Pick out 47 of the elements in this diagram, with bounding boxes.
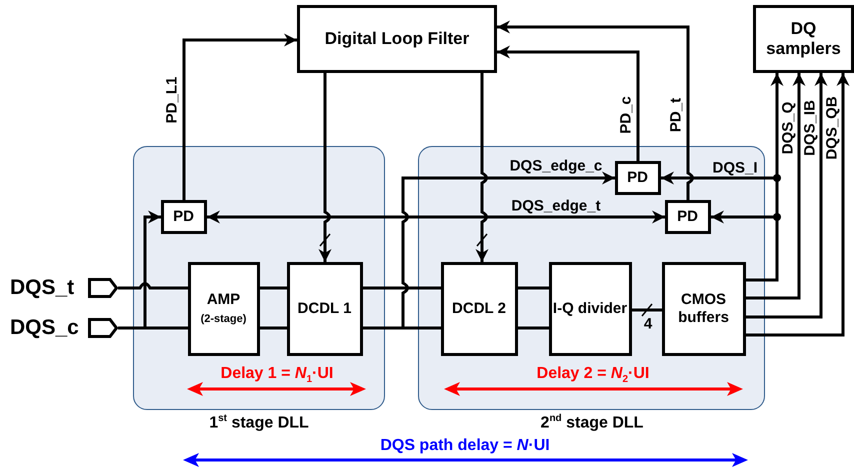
- signal-wire: [497, 20, 694, 200]
- signal-wire: [497, 46, 640, 161]
- edge-label: DQS_edge_c: [510, 158, 602, 174]
- phase-detector-block: PD: [664, 200, 710, 234]
- edge-label: PD_c: [618, 96, 634, 134]
- edge-label: DQS_I: [712, 160, 758, 176]
- signal-wire: [118, 282, 188, 290]
- signal-wire: [182, 34, 297, 200]
- stage-panel: [133, 146, 385, 410]
- signal-wire: [260, 286, 287, 290]
- edge-label: DQS_edge_t: [511, 198, 601, 214]
- signal-wire: [518, 326, 549, 330]
- delay-line-block: DCDL 2: [440, 262, 518, 356]
- divider-block: I-Q divider: [548, 262, 632, 356]
- buffer-block: CMOS buffers: [662, 262, 746, 356]
- signal-wire: [318, 73, 332, 262]
- signal-wire: [518, 286, 549, 290]
- signal-wire: [476, 73, 488, 262]
- signal-wire: [746, 73, 828, 318]
- signal-wire: [632, 308, 662, 312]
- signal-name: DQS_t: [10, 276, 74, 300]
- stage-heading: 1$^{st}$ stage DLL: [209, 413, 309, 432]
- filter-block: Digital Loop Filter: [297, 5, 497, 73]
- amplifier-block: AMP (2-stage): [188, 262, 260, 356]
- edge-label: 4: [644, 316, 652, 332]
- edge-label: DQS_IB: [802, 100, 818, 156]
- signal-wire: [260, 326, 287, 330]
- delay-line-block: DCDL 1: [286, 262, 362, 356]
- delay-label: DQS path delay = N·UI: [380, 437, 550, 455]
- edge-label: DQS_QB: [824, 96, 840, 160]
- edge-label: PD_L1: [164, 76, 180, 124]
- stage-panel: [418, 146, 765, 410]
- input-port-symbol: [88, 318, 118, 338]
- delay-label: Delay 1 = N$_{1}$·UI: [220, 365, 334, 386]
- signal-wire: [207, 210, 665, 224]
- signal-wire: [746, 73, 806, 300]
- stage-heading: 2$^{nd}$ stage DLL: [540, 413, 644, 432]
- phase-detector-block: PD: [160, 200, 206, 234]
- edge-label: DQS_Q: [780, 102, 796, 154]
- delay-label: Delay 2 = N$_{2}$·UI: [536, 365, 650, 386]
- sampler-block: DQ samplers: [753, 5, 854, 73]
- signal-wire: [363, 286, 441, 290]
- edge-label: PD_t: [668, 98, 684, 132]
- signal-name: DQS_c: [10, 316, 79, 340]
- input-port-symbol: [88, 278, 118, 298]
- signal-wire: [746, 73, 850, 336]
- phase-detector-block: PD: [614, 160, 660, 194]
